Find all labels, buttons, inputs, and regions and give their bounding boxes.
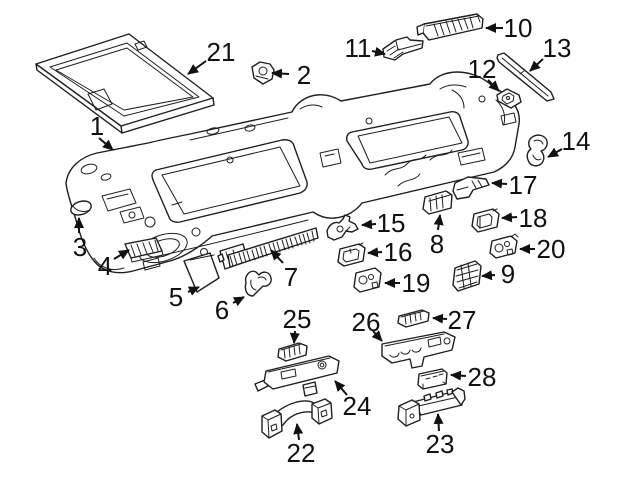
part-25-cap-drawing: [277, 342, 308, 362]
callout-labels: 1 2 3 4 5 6 7 8 9 10 11 12 13 14 15 16 1…: [73, 13, 591, 468]
callout-arrow-26: [371, 330, 383, 342]
callout-label-17: 17: [509, 170, 538, 200]
callout-arrow-25: [289, 330, 300, 344]
callout-label-1: 1: [90, 111, 104, 141]
callout-label-21: 21: [207, 37, 236, 67]
callout-arrow-4: [113, 249, 130, 260]
callout-label-16: 16: [384, 237, 413, 267]
callout-label-25: 25: [283, 304, 312, 334]
callout-label-4: 4: [98, 251, 112, 281]
callout-label-11: 11: [345, 33, 372, 63]
callout-arrow-9: [481, 270, 496, 281]
callout-label-14: 14: [562, 126, 591, 156]
part-14-hook-drawing: [526, 134, 548, 167]
part-27-cap-drawing: [397, 309, 430, 328]
part-18-clip-drawing: [471, 208, 500, 233]
callout-label-2: 2: [297, 60, 311, 90]
callout-arrow-15: [361, 219, 377, 230]
callout-label-15: 15: [377, 208, 406, 238]
part-8-block-drawing: [422, 190, 453, 215]
callout-arrow-23: [433, 413, 444, 432]
callout-label-10: 10: [504, 13, 533, 43]
callout-arrow-13: [529, 58, 544, 72]
part-12-clip-drawing: [496, 88, 522, 109]
callout-label-22: 22: [287, 438, 316, 468]
callout-arrow-28: [450, 370, 467, 381]
callout-label-13: 13: [543, 33, 572, 63]
part-5-flap-drawing: [183, 252, 220, 293]
callout-label-9: 9: [501, 259, 515, 289]
callout-arrow-16: [367, 247, 383, 258]
callout-arrow-14: [547, 147, 563, 158]
part-9-block-drawing: [452, 260, 482, 292]
part-11-bracket-drawing: [382, 36, 424, 61]
callout-label-6: 6: [215, 295, 229, 325]
callout-label-27: 27: [448, 305, 477, 335]
callout-arrow-7: [270, 249, 284, 264]
part-3-grommet-drawing: [70, 200, 92, 216]
callout-label-5: 5: [169, 282, 183, 312]
callout-arrow-18: [501, 212, 518, 223]
callout-label-23: 23: [426, 429, 455, 459]
callout-arrow-8: [433, 214, 444, 231]
callout-label-18: 18: [519, 203, 548, 233]
callout-label-3: 3: [73, 232, 87, 262]
part-16-lamp-housing-drawing: [337, 242, 366, 267]
part-24-bracket-drawing: [254, 355, 340, 397]
callout-arrow-22: [293, 423, 304, 441]
part-10-rail-drawing: [416, 13, 484, 41]
callout-arrow-6: [232, 296, 245, 307]
part-23-rail-drawing: [397, 387, 466, 427]
callout-label-26: 26: [352, 307, 381, 337]
callout-arrow-11: [371, 46, 386, 57]
callout-label-12: 12: [468, 54, 497, 84]
callout-arrow-17: [491, 178, 508, 189]
callout-label-19: 19: [402, 268, 431, 298]
part-13-strip-drawing: [496, 52, 555, 102]
part-1-headliner-drawing: [65, 71, 521, 274]
callout-label-7: 7: [284, 262, 298, 292]
callout-arrow-2: [271, 68, 290, 79]
part-7-rail-drawing: [217, 227, 319, 270]
callout-label-8: 8: [430, 229, 444, 259]
part-17-bracket-drawing: [452, 176, 490, 200]
callout-arrow-21: [187, 60, 207, 75]
part-15-bracket-drawing: [326, 214, 359, 241]
part-19-lamp-drawing: [353, 267, 382, 293]
part-22-grab-handle-drawing: [261, 398, 333, 439]
callout-arrow-5: [187, 286, 200, 296]
callout-arrow-12: [487, 79, 500, 92]
callout-label-24: 24: [343, 391, 372, 421]
part-2-clip-drawing: [251, 61, 275, 85]
part-6-clamp-drawing: [244, 270, 272, 297]
part-26-bracket-drawing: [381, 331, 456, 369]
callout-label-28: 28: [468, 362, 497, 392]
callout-arrow-27: [432, 313, 448, 324]
callout-arrow-1: [98, 137, 114, 151]
part-28-box-drawing: [417, 368, 448, 390]
callout-label-20: 20: [537, 234, 566, 264]
part-21-sunshade-drawing: [35, 33, 215, 134]
callout-arrows: [74, 23, 563, 441]
callout-arrow-24: [334, 380, 348, 396]
part-20-lamp-drawing: [489, 233, 519, 259]
